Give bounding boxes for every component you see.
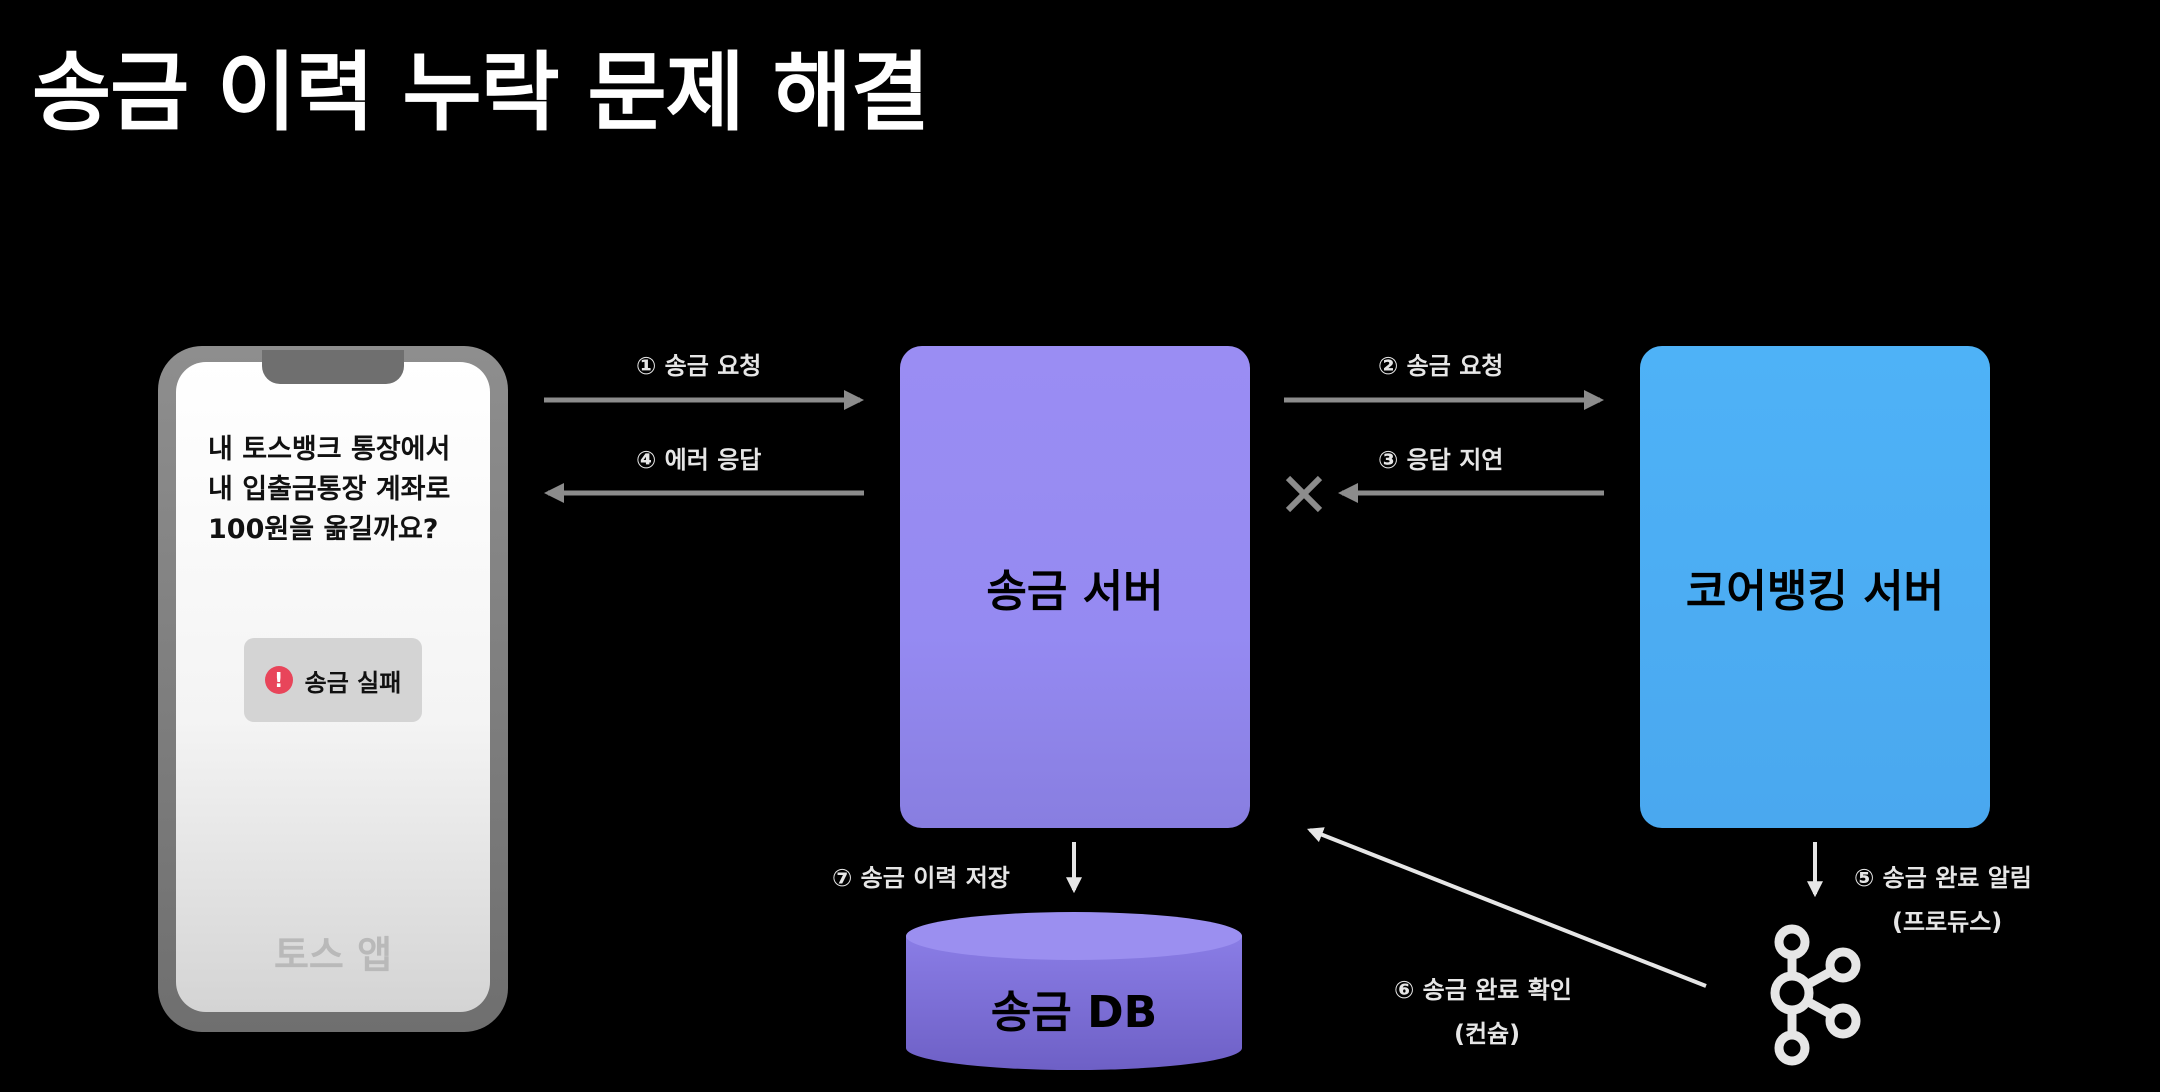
step-5-sub-label: (프로듀스) (1892, 908, 2003, 936)
message-line-2: 내 입출금통장 계좌로 (208, 474, 451, 505)
transfer-db-label: 송금 DB (990, 987, 1158, 1038)
message-line-3: 100원을 옮길까요? (208, 514, 439, 545)
phone-notch (262, 350, 404, 384)
step-6-label: ⑥ 송금 완료 확인 (1394, 976, 1572, 1004)
step-5-label: ⑤ 송금 완료 알림 (1854, 864, 2032, 892)
step-7-label: ⑦ 송금 이력 저장 (832, 864, 1010, 892)
cross-icon (1285, 475, 1323, 513)
step-1-label: ① 송금 요청 (636, 352, 762, 380)
core-banking-server-box: 코어뱅킹 서버 (1640, 346, 1990, 828)
step-3-label: ③ 응답 지연 (1378, 446, 1504, 474)
transfer-failed-toast: ! 송금 실패 (244, 638, 422, 722)
alert-circle-icon: ! (264, 666, 293, 694)
core-banking-server-label: 코어뱅킹 서버 (1685, 566, 1945, 617)
step-6-sub-label: (컨슘) (1454, 1020, 1521, 1048)
step-2-label: ② 송금 요청 (1378, 352, 1504, 380)
transfer-confirm-message: 내 토스뱅크 통장에서 내 입출금통장 계좌로 100원을 옮길까요? (208, 430, 478, 550)
transfer-server-label: 송금 서버 (986, 566, 1164, 617)
transfer-server-box: 송금 서버 (900, 346, 1250, 828)
arrow-consume-6 (1307, 827, 1707, 988)
step-4-label: ④ 에러 응답 (636, 446, 762, 474)
page-title: 송금 이력 누락 문제 해결 (32, 43, 930, 143)
message-line-1: 내 토스뱅크 통장에서 (208, 434, 451, 465)
transfer-failed-text: 송금 실패 (304, 668, 402, 697)
toss-app-label: 토스 앱 (273, 933, 393, 977)
transfer-db-cylinder (906, 912, 1242, 1070)
kafka-icon (1770, 924, 1861, 1066)
